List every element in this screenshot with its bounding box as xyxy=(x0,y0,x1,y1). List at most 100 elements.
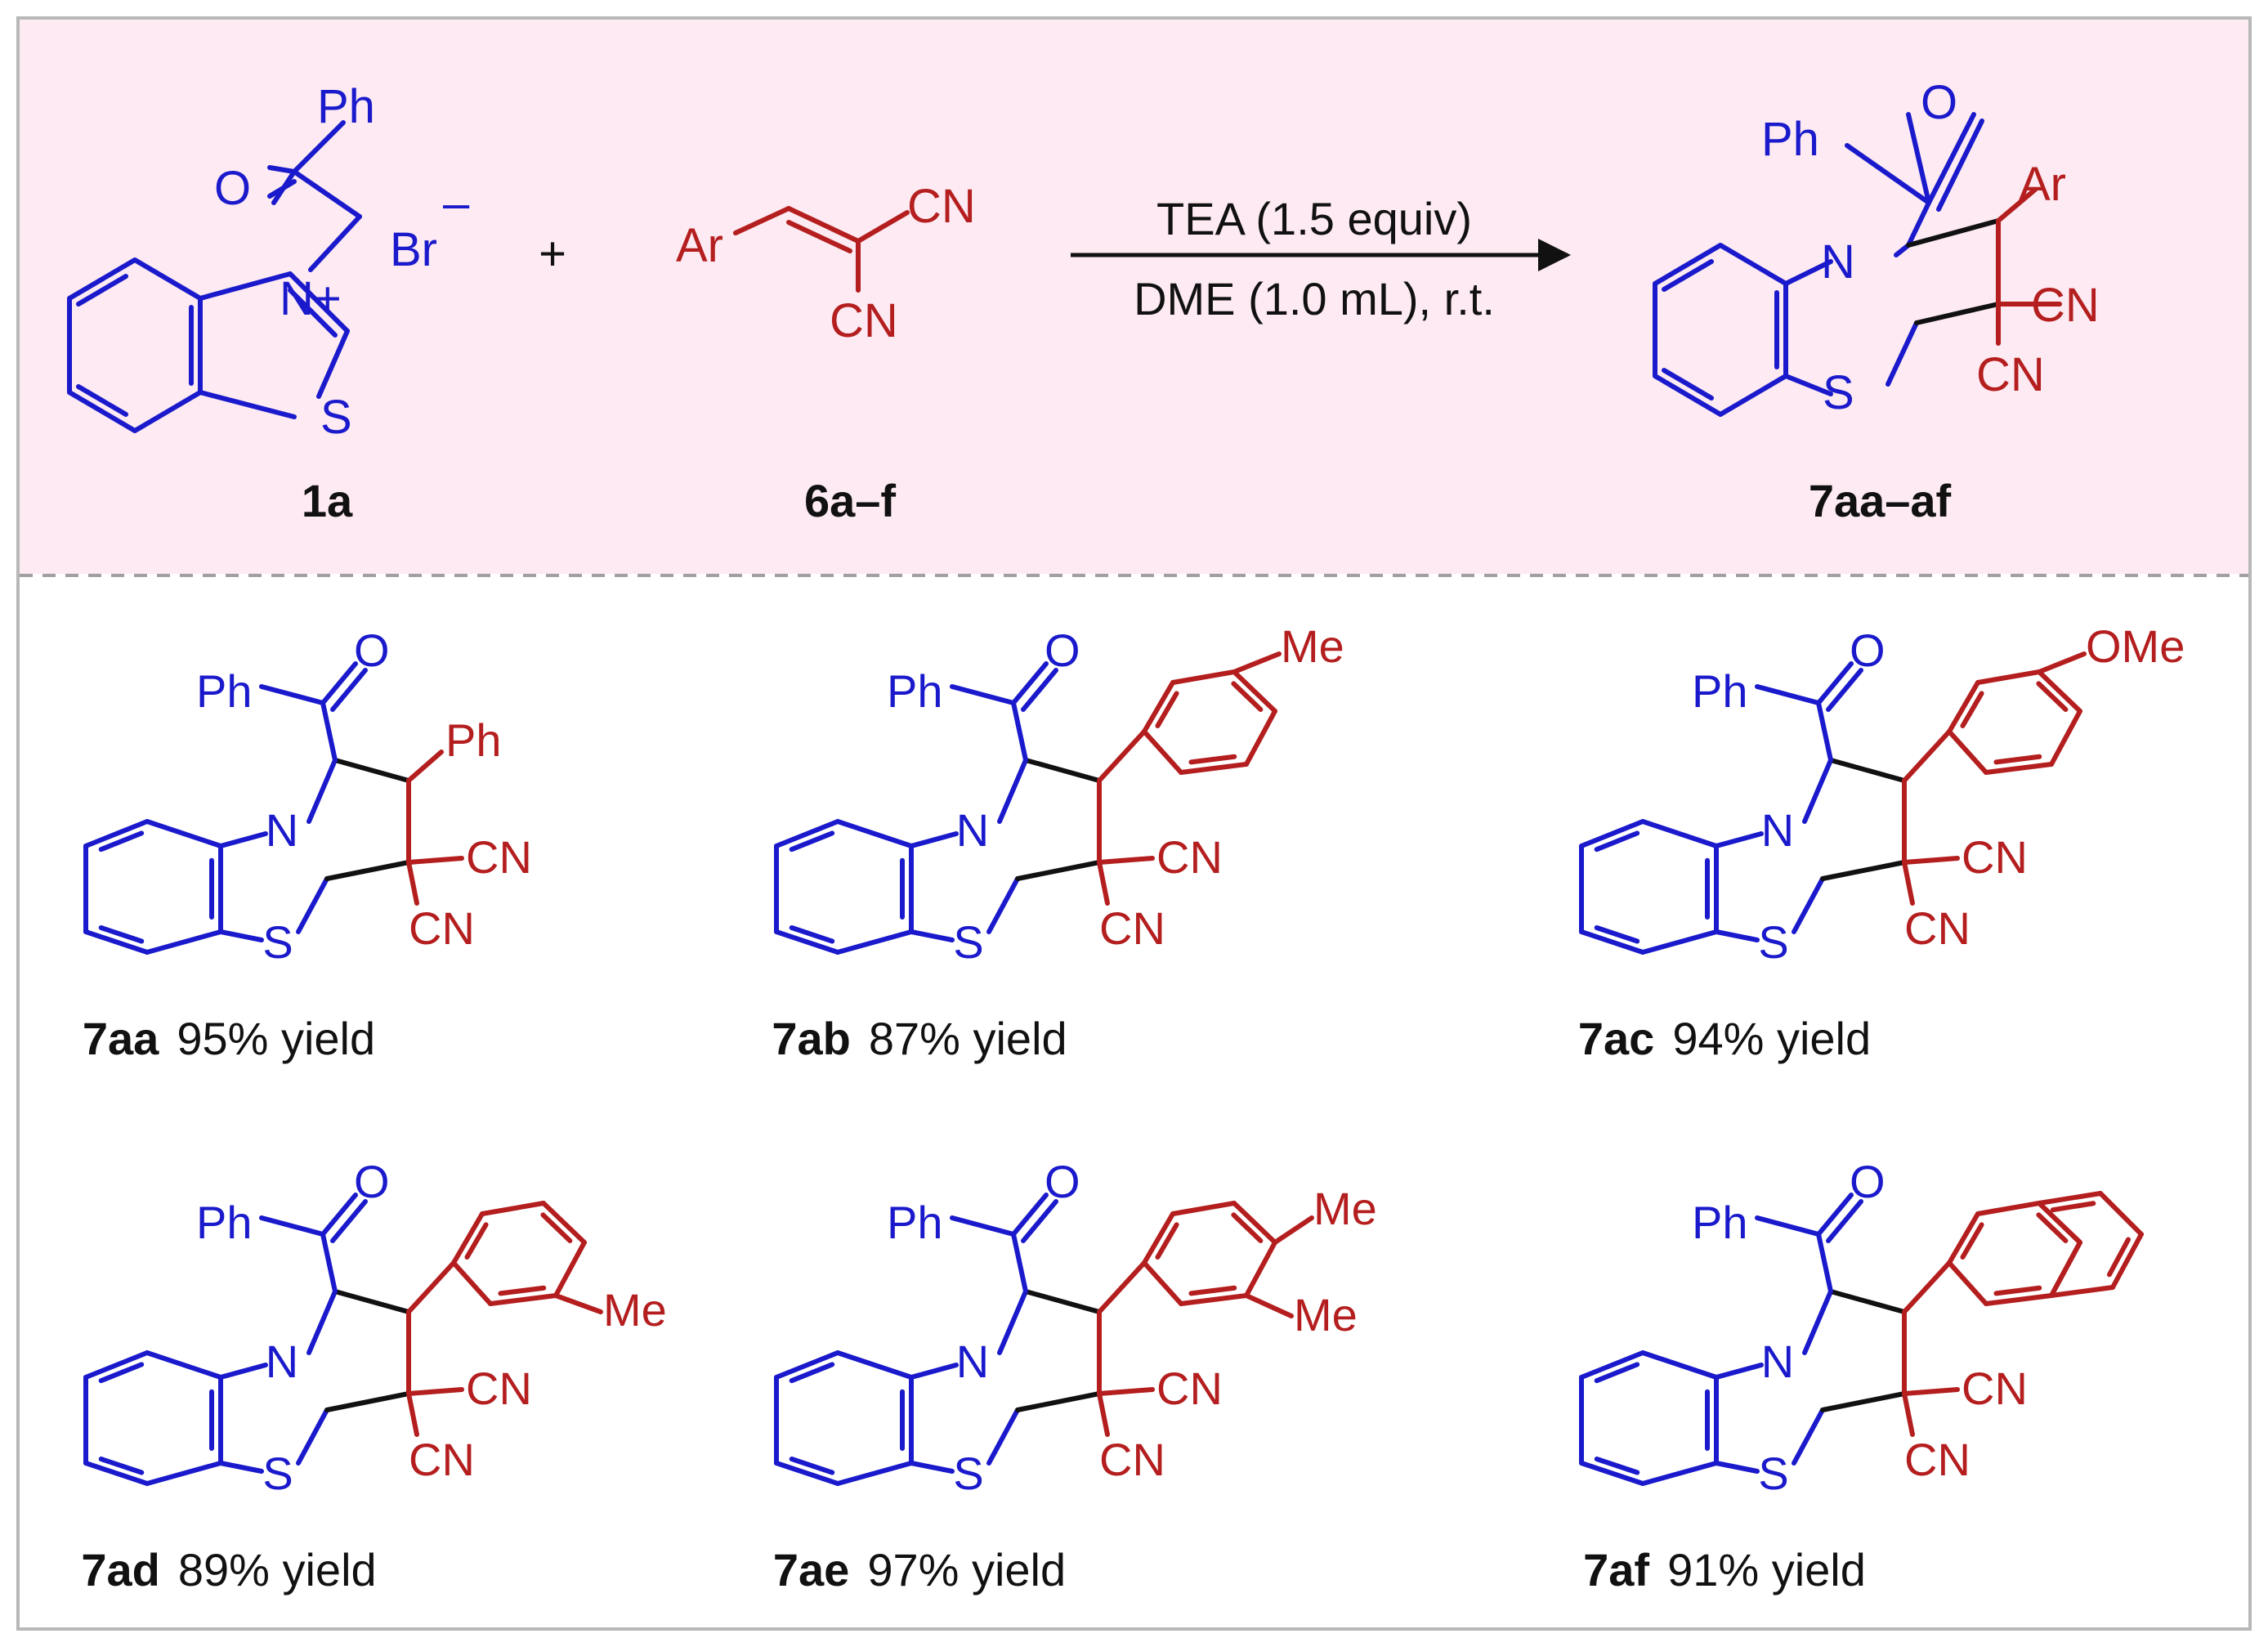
bond xyxy=(324,860,411,881)
bond xyxy=(553,1293,603,1314)
bond xyxy=(1816,1232,1833,1294)
bond xyxy=(451,1260,493,1306)
bond xyxy=(2049,1285,2115,1298)
compound-id: 7af xyxy=(1583,1544,1649,1596)
bond xyxy=(1714,1363,1764,1380)
atom-label: N xyxy=(1761,1336,1794,1387)
bond xyxy=(259,684,325,705)
bond xyxy=(774,1350,840,1380)
atom-label: N xyxy=(956,804,989,856)
bond xyxy=(1015,860,1102,881)
atom-label: CN xyxy=(907,180,976,233)
bond xyxy=(1142,729,1183,775)
reagent-1a-bonds xyxy=(67,120,362,433)
bond xyxy=(1902,1260,1952,1314)
bond xyxy=(498,1285,547,1296)
condition-bottom: DME (1.0 mL), r.t. xyxy=(1134,273,1495,324)
bond xyxy=(2110,1232,2144,1290)
bond xyxy=(406,860,419,906)
bond xyxy=(406,1391,419,1437)
atom-label: N xyxy=(956,1336,989,1387)
atom-label: Ph xyxy=(1692,1197,1748,1248)
bond xyxy=(1816,1193,1854,1237)
bond xyxy=(1640,1350,1719,1380)
bond xyxy=(1820,1391,1907,1412)
bond xyxy=(1902,1391,1915,1437)
bond xyxy=(1023,1289,1102,1314)
bond xyxy=(1714,831,1764,848)
atom-label: Ph xyxy=(196,1197,253,1248)
compound-yield: 87% yield xyxy=(869,1013,1067,1064)
atom-label: CN xyxy=(1099,902,1165,954)
bond xyxy=(1179,762,1249,775)
bond xyxy=(835,1350,914,1380)
bond xyxy=(1640,929,1719,955)
bond xyxy=(2049,709,2082,767)
condition-top: TEA (1.5 equiv) xyxy=(1156,193,1472,244)
atom-label: N xyxy=(266,1336,298,1387)
reaction-panel xyxy=(20,20,2248,574)
reagent-label: 6a–f xyxy=(804,475,896,526)
bond xyxy=(1579,819,1645,848)
atom-label: Ph xyxy=(196,665,253,717)
bond xyxy=(2050,1201,2096,1213)
bond xyxy=(1947,1211,1980,1265)
compound-yield: 97% yield xyxy=(867,1544,1066,1596)
bond xyxy=(1755,1215,1821,1237)
bond xyxy=(1640,1461,1719,1486)
bond xyxy=(488,1293,558,1306)
bond xyxy=(218,1461,264,1474)
atom-label: CN xyxy=(1156,1363,1223,1414)
bond xyxy=(1097,860,1110,906)
atom-label: Me xyxy=(603,1284,667,1336)
atom-label: N+ xyxy=(280,272,342,325)
bond xyxy=(1188,1285,1237,1296)
bond xyxy=(997,1289,1028,1355)
bond xyxy=(83,1350,150,1380)
bond xyxy=(1755,684,1821,705)
compound-yield: 95% yield xyxy=(177,1013,375,1064)
bond xyxy=(1828,758,1907,783)
bond xyxy=(296,876,329,934)
atom-label: Ph xyxy=(317,80,375,133)
atom-label: Ph xyxy=(887,1197,943,1248)
bond xyxy=(2037,669,2082,714)
bond xyxy=(1594,925,1640,944)
bond xyxy=(2036,681,2069,712)
bond xyxy=(1714,929,1760,942)
atom-label: N xyxy=(1761,804,1794,856)
bond xyxy=(1155,691,1179,728)
atom-label: S xyxy=(1758,1448,1788,1499)
general-product-bonds xyxy=(1653,112,2062,417)
bond xyxy=(218,1363,268,1380)
bond xyxy=(1902,856,1960,865)
bond xyxy=(835,929,914,955)
bond xyxy=(835,1461,914,1486)
compound-yield: 89% yield xyxy=(178,1544,377,1596)
atom-label: CN xyxy=(466,831,532,883)
bond xyxy=(1984,1293,2054,1306)
bond xyxy=(1021,1199,1058,1243)
atom-label: CN xyxy=(1904,1434,1971,1485)
bond xyxy=(774,1461,840,1486)
bond xyxy=(1816,700,1833,763)
reagent-1a-atoms: Ph O Br – N+ S xyxy=(214,80,470,444)
bond xyxy=(909,1363,959,1380)
atom-label: O xyxy=(1850,624,1886,676)
compound-label: 7ad 89% yield xyxy=(81,1544,376,1596)
bond xyxy=(83,1461,150,1486)
bond xyxy=(1579,1350,1645,1380)
bond xyxy=(145,819,223,848)
bond xyxy=(1820,860,1907,881)
bond xyxy=(1097,1260,1147,1314)
atom-label: Me xyxy=(1313,1183,1377,1234)
bond xyxy=(774,819,840,848)
compound-id: 7ad xyxy=(81,1544,160,1596)
atom-label: Ph xyxy=(1761,113,1819,166)
bond xyxy=(1232,651,1282,674)
atom-label: S xyxy=(262,1448,293,1499)
